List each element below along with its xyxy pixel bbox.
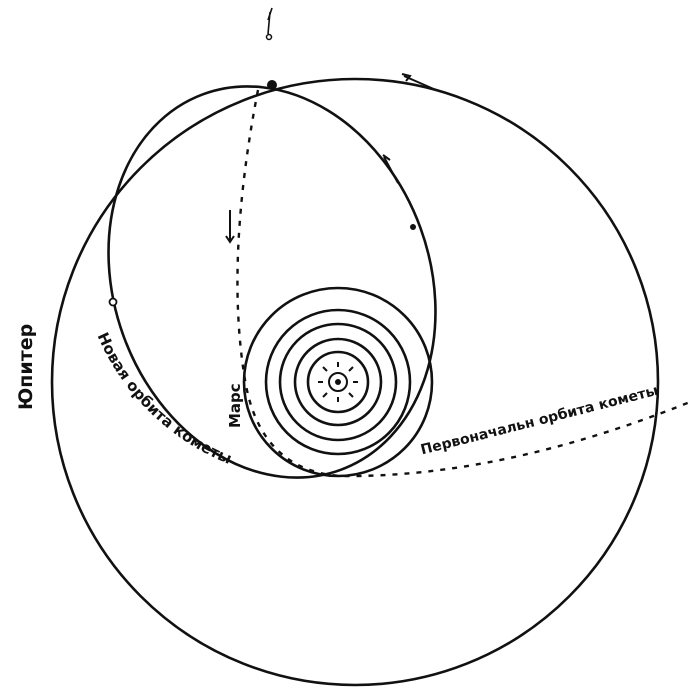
- jupiter-label: Юпитер: [15, 324, 37, 410]
- comet-icon: [265, 7, 277, 90]
- mars-orbit: [242, 286, 434, 478]
- inner-orbit-4: [306, 350, 370, 414]
- inner-orbit-2: [278, 322, 398, 442]
- sun-icon: [318, 362, 358, 402]
- original-comet-orbit: [236, 89, 691, 478]
- inner-orbit-3: [293, 337, 383, 427]
- new-comet-orbit: [107, 85, 437, 479]
- jupiter-orbit: [50, 77, 660, 687]
- inner-orbit-1: [264, 308, 412, 456]
- orbit-point-left: [108, 297, 118, 307]
- mars-label: Марс: [226, 383, 244, 428]
- direction-marker-right: [382, 154, 399, 184]
- original-orbit-label: Первоначальн орбита кометы: [419, 383, 660, 459]
- new-orbit-label: Новая орбита кометы: [94, 330, 235, 468]
- direction-marker-top: [401, 73, 437, 91]
- orbit-point-right: [410, 224, 416, 230]
- direction-marker-left: [225, 210, 235, 244]
